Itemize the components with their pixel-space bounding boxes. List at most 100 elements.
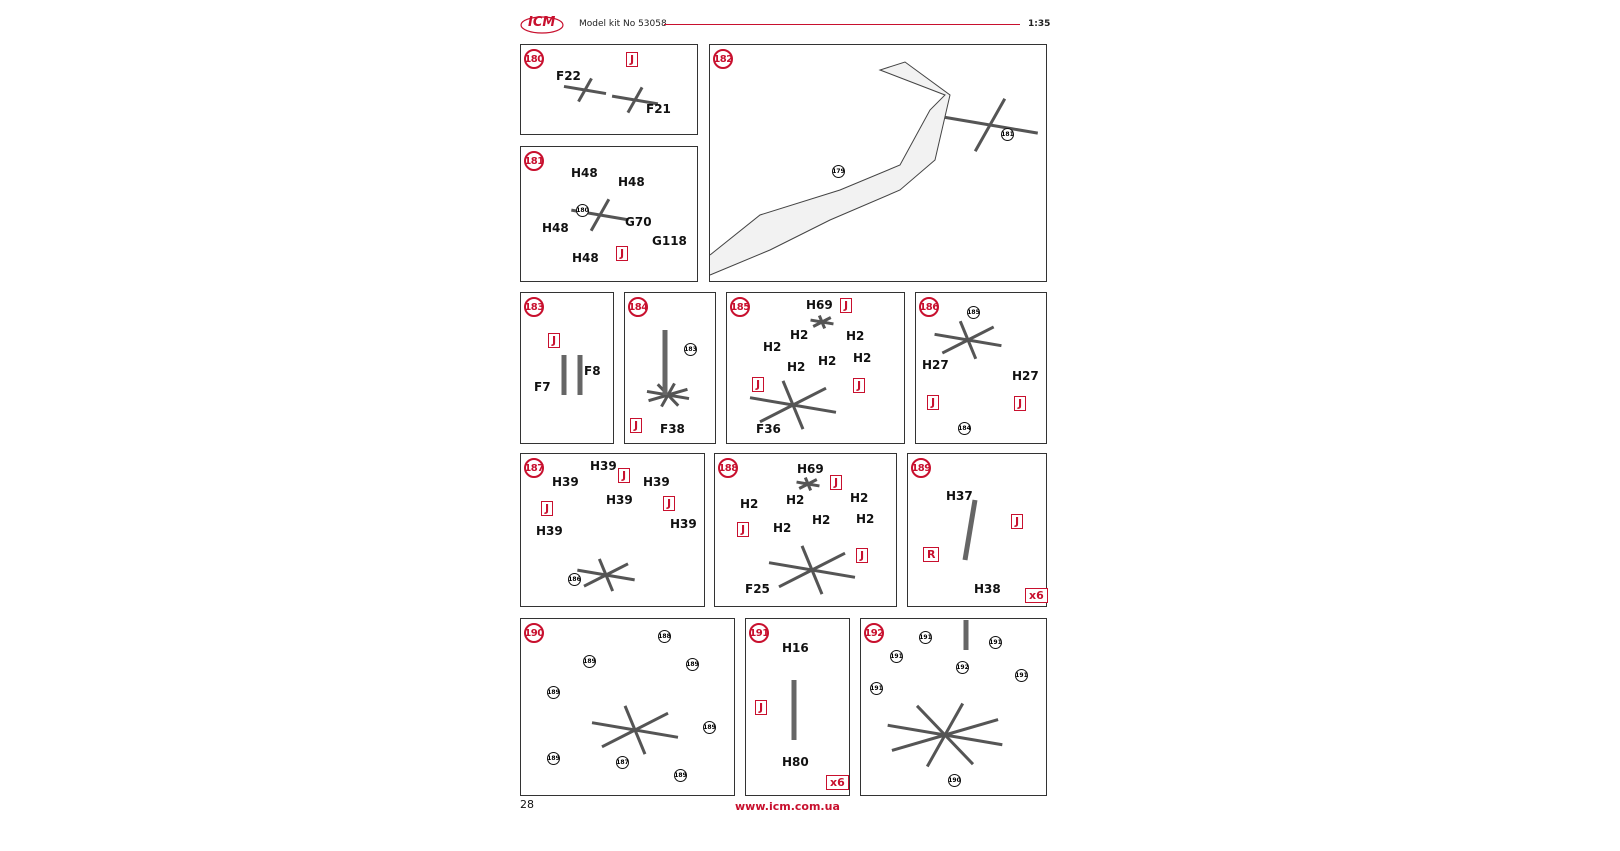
paint-code-box: J xyxy=(1011,514,1024,529)
step-reference-circle: 191 xyxy=(1015,669,1028,682)
step-reference-circle: 189 xyxy=(674,769,687,782)
paint-code-box: J xyxy=(626,52,639,67)
paint-code-box: J xyxy=(840,298,853,313)
step-number-badge: 181 xyxy=(524,151,544,171)
step-number-badge: 180 xyxy=(524,49,544,69)
part-label: H2 xyxy=(853,351,872,365)
part-label: H27 xyxy=(922,358,949,372)
step-reference-circle: 187 xyxy=(616,756,629,769)
step-reference-circle: 189 xyxy=(703,721,716,734)
step-reference-circle: 189 xyxy=(686,658,699,671)
paint-code-box: J xyxy=(548,333,561,348)
part-label: H2 xyxy=(773,521,792,535)
assembly-step-panel xyxy=(624,292,716,444)
step-number-badge: 182 xyxy=(713,49,733,69)
step-reference-circle: 191 xyxy=(890,650,903,663)
paint-code-box: J xyxy=(541,501,554,516)
step-number-badge: 188 xyxy=(718,458,738,478)
step-reference-circle: 191 xyxy=(919,631,932,644)
part-label: H69 xyxy=(797,462,824,476)
step-reference-circle: 189 xyxy=(547,752,560,765)
step-reference-circle: 180 xyxy=(576,204,589,217)
part-label: H2 xyxy=(787,360,806,374)
paint-code-box: x6 xyxy=(1025,588,1048,603)
part-label: F22 xyxy=(556,69,581,83)
part-label: F8 xyxy=(584,364,601,378)
step-reference-circle: 189 xyxy=(547,686,560,699)
assembly-step-panel xyxy=(520,146,698,282)
part-label: H69 xyxy=(806,298,833,312)
part-label: H2 xyxy=(818,354,837,368)
part-label: H39 xyxy=(670,517,697,531)
part-label: H27 xyxy=(1012,369,1039,383)
step-reference-circle: 186 xyxy=(568,573,581,586)
step-reference-circle: 189 xyxy=(583,655,596,668)
paint-code-box: x6 xyxy=(826,775,849,790)
paint-code-box: J xyxy=(927,395,940,410)
part-label: F38 xyxy=(660,422,685,436)
icm-logo xyxy=(520,16,564,34)
part-label: H80 xyxy=(782,755,809,769)
paint-code-box: J xyxy=(630,418,643,433)
paint-code-box: J xyxy=(737,522,750,537)
part-label: H39 xyxy=(552,475,579,489)
part-label: H48 xyxy=(571,166,598,180)
step-number-badge: 183 xyxy=(524,297,544,317)
paint-code-box: R xyxy=(923,547,940,562)
step-reference-circle: 188 xyxy=(658,630,671,643)
part-label: F36 xyxy=(756,422,781,436)
paint-code-box: J xyxy=(755,700,768,715)
part-label: H2 xyxy=(786,493,805,507)
part-label: H2 xyxy=(850,491,869,505)
assembly-step-panel xyxy=(520,453,705,607)
header-divider xyxy=(664,24,1020,25)
paint-code-box: J xyxy=(618,468,631,483)
paint-code-box: J xyxy=(663,496,676,511)
paint-code-box: J xyxy=(752,377,765,392)
step-reference-circle: 185 xyxy=(967,306,980,319)
part-label: H39 xyxy=(536,524,563,538)
step-number-badge: 187 xyxy=(524,458,544,478)
part-label: F21 xyxy=(646,102,671,116)
part-label: H48 xyxy=(542,221,569,235)
page-number: 28 xyxy=(520,798,534,811)
step-reference-circle: 191 xyxy=(870,682,883,695)
step-number-badge: 189 xyxy=(911,458,931,478)
part-label: H2 xyxy=(812,513,831,527)
website-link[interactable]: www.icm.com.ua xyxy=(735,800,840,813)
step-number-badge: 185 xyxy=(730,297,750,317)
part-label: H48 xyxy=(572,251,599,265)
kit-title: Model kit No 53058 xyxy=(579,19,667,29)
part-label: H37 xyxy=(946,489,973,503)
part-label: H39 xyxy=(590,459,617,473)
scale-label: 1:35 xyxy=(1028,19,1051,29)
assembly-step-panel xyxy=(915,292,1047,444)
assembly-step-panel xyxy=(907,453,1047,607)
part-label: F25 xyxy=(745,582,770,596)
assembly-step-panel xyxy=(520,292,614,444)
step-reference-circle: 191 xyxy=(989,636,1002,649)
part-label: G70 xyxy=(625,215,652,229)
part-label: H38 xyxy=(974,582,1001,596)
assembly-step-panel xyxy=(520,44,698,135)
paint-code-box: J xyxy=(1014,396,1027,411)
part-label: H48 xyxy=(618,175,645,189)
paint-code-box: J xyxy=(616,246,629,261)
step-reference-circle: 183 xyxy=(684,343,697,356)
paint-code-box: J xyxy=(853,378,866,393)
part-label: H2 xyxy=(790,328,809,342)
part-label: H39 xyxy=(606,493,633,507)
part-label: H2 xyxy=(740,497,759,511)
part-label: H2 xyxy=(763,340,782,354)
part-label: H16 xyxy=(782,641,809,655)
part-label: H39 xyxy=(643,475,670,489)
part-label: H2 xyxy=(856,512,875,526)
step-number-badge: 192 xyxy=(864,623,884,643)
logo-text: ICM xyxy=(528,15,556,30)
step-number-badge: 186 xyxy=(919,297,939,317)
step-number-badge: 190 xyxy=(524,623,544,643)
assembly-step-panel xyxy=(726,292,905,444)
paint-code-box: J xyxy=(856,548,869,563)
